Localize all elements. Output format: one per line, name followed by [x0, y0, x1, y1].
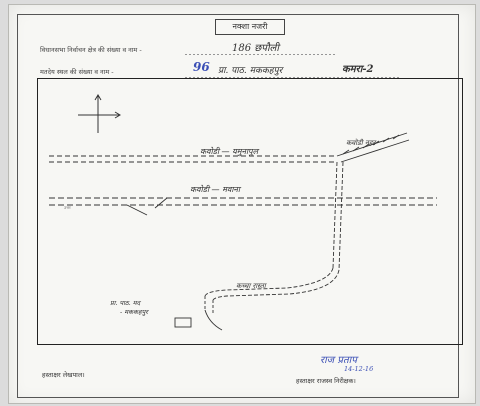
station-label-1: प्रा. पाठ. मद [110, 299, 141, 307]
inspector-signature: राज प्रताप [320, 355, 357, 366]
room-number: कमरा-2 [342, 64, 374, 75]
polling-station-number: 96 [193, 60, 210, 74]
station-label-2: - मककहपुर [120, 308, 148, 316]
kachcha-lane [204, 161, 344, 331]
signature-date: 14-12-16 [344, 365, 374, 373]
map-frame [37, 78, 463, 345]
upper-road [49, 155, 337, 163]
bridge-label: कवोडी नहर [346, 139, 376, 147]
assembly-underline [185, 54, 335, 55]
lower-road-label: कवोडी — मवाना [190, 185, 240, 194]
footer-lekhpal: हस्ताक्षर लेखपाल। [42, 371, 85, 379]
footer-inspector: हस्ताक्षर राजस्व निरीक्षक। [296, 377, 356, 385]
compass-north: उत्तर [64, 205, 71, 210]
document-sheet [8, 4, 476, 404]
lane-label: कच्चा रास्ता [236, 282, 266, 290]
polling-station-label: मतदेय स्थल की संख्या व नाम - [40, 68, 114, 76]
form-heading: नक्शा नजरी [215, 19, 285, 35]
polling-station-name: प्रा. पाठ. मककहपुर [218, 66, 283, 76]
assembly-value: 186 छपौली [232, 43, 279, 54]
sketch-map [49, 94, 437, 331]
compass-icon [78, 94, 121, 133]
upper-road-label: कवोडी — यमुनापुल [200, 147, 259, 156]
assembly-label: विधानसभा निर्वाचन क्षेत्र की संख्या व ना… [40, 46, 142, 54]
document-border [17, 14, 459, 398]
canal-bridge [336, 132, 410, 163]
lower-road [49, 197, 437, 216]
polling-station-marker [174, 317, 192, 328]
